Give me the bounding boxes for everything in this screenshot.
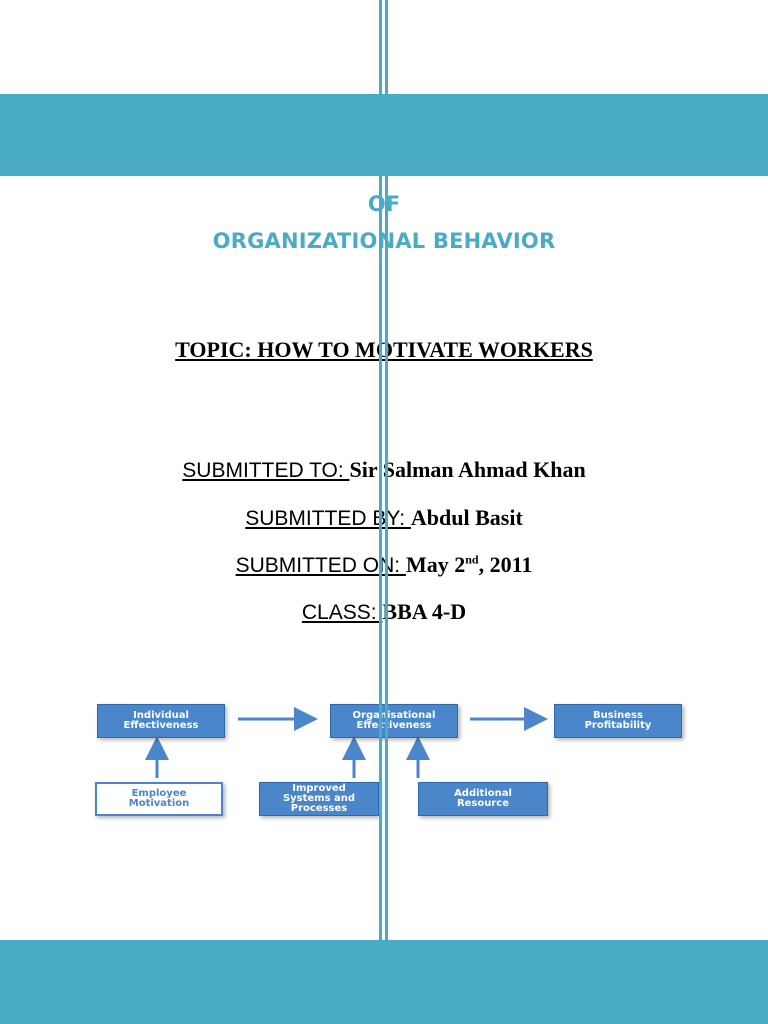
class-label: CLASS: [301,601,383,624]
submitted-to-label: SUBMITTED TO: [182,459,350,482]
submitted-on-line: SUBMITTED ON: May 2nd, 2011 [0,552,768,578]
vertical-rule-right [385,0,388,1024]
submitted-by-label: SUBMITTED BY: [245,507,411,530]
submitted-on-value: May 2nd, 2011 [406,552,532,577]
box-business-profitability: Business Profitability [554,704,682,738]
footer-band [0,940,768,1024]
submitted-by-line: SUBMITTED BY: Abdul Basit [0,505,768,531]
topic-title: TOPIC: HOW TO MOTIVATE WORKERS [175,337,593,362]
date-ordinal: nd [465,552,479,567]
submitted-to-line: SUBMITTED TO: Sir Salman Ahmad Khan [0,457,768,483]
header-band [0,94,768,176]
class-value: BBA 4-D [382,599,467,624]
box-individual-effectiveness: Individual Effectiveness [97,704,225,738]
box-improved-systems: Improved Systems and Processes [259,782,379,816]
box-employee-motivation: Employee Motivation [95,782,223,816]
date-day: May 2 [405,552,466,577]
diagram-arrows [145,707,548,778]
motivation-diagram: Individual Effectiveness Organisational … [0,690,768,830]
heading-course: ORGANIZATIONAL BEHAVIOR [212,229,556,253]
heading-of: OF [367,192,401,216]
submitted-by-value: Abdul Basit [410,505,523,530]
box-additional-resource: Additional Resource [418,782,548,816]
class-line: CLASS: BBA 4-D [0,599,768,625]
vertical-rule-left [379,0,382,1024]
submitted-on-label: SUBMITTED ON: [235,554,406,577]
date-year: , 2011 [478,552,533,577]
submitted-to-value: Sir Salman Ahmad Khan [349,457,586,482]
box-organisational-effectiveness: Organisational Effectiveness [330,704,458,738]
